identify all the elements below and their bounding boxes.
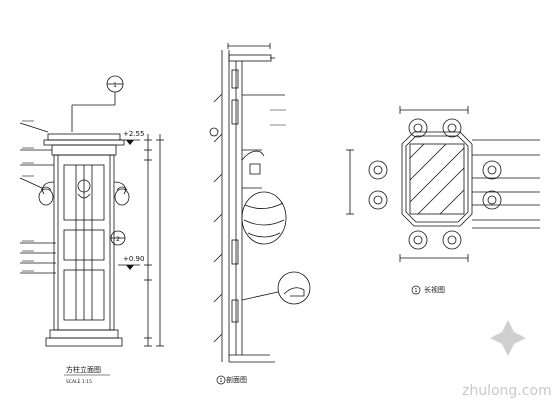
elevation-view-scale: SCALE 1:15 (66, 379, 92, 385)
watermark-text: zhulong.com (462, 383, 552, 399)
section-title-number: 1 (219, 378, 222, 384)
section-view (209, 43, 311, 363)
plan-view (346, 106, 540, 262)
callout-top-number: 1 (113, 82, 117, 89)
section-leader-notes (270, 109, 286, 126)
callout-mid-number: 2 (116, 236, 120, 243)
plan-title-marker (411, 285, 421, 295)
leader-notes (22, 120, 34, 272)
section-number-marker (209, 127, 219, 137)
plan-view-title: 长视图 (424, 285, 445, 294)
elevation-view-title: 方柱立面图 (66, 365, 101, 374)
elevation-low-label: +0.90 (123, 255, 144, 263)
plan-title-number: 1 (414, 288, 417, 294)
watermark: zhulong.com (462, 320, 552, 399)
column-elevation-view (19, 75, 164, 347)
detail-callout-circle (277, 271, 311, 305)
section-title-marker (216, 375, 226, 385)
elevation-high-label: +2.55 (123, 130, 144, 138)
section-view-title: 剖面图 (226, 375, 247, 384)
